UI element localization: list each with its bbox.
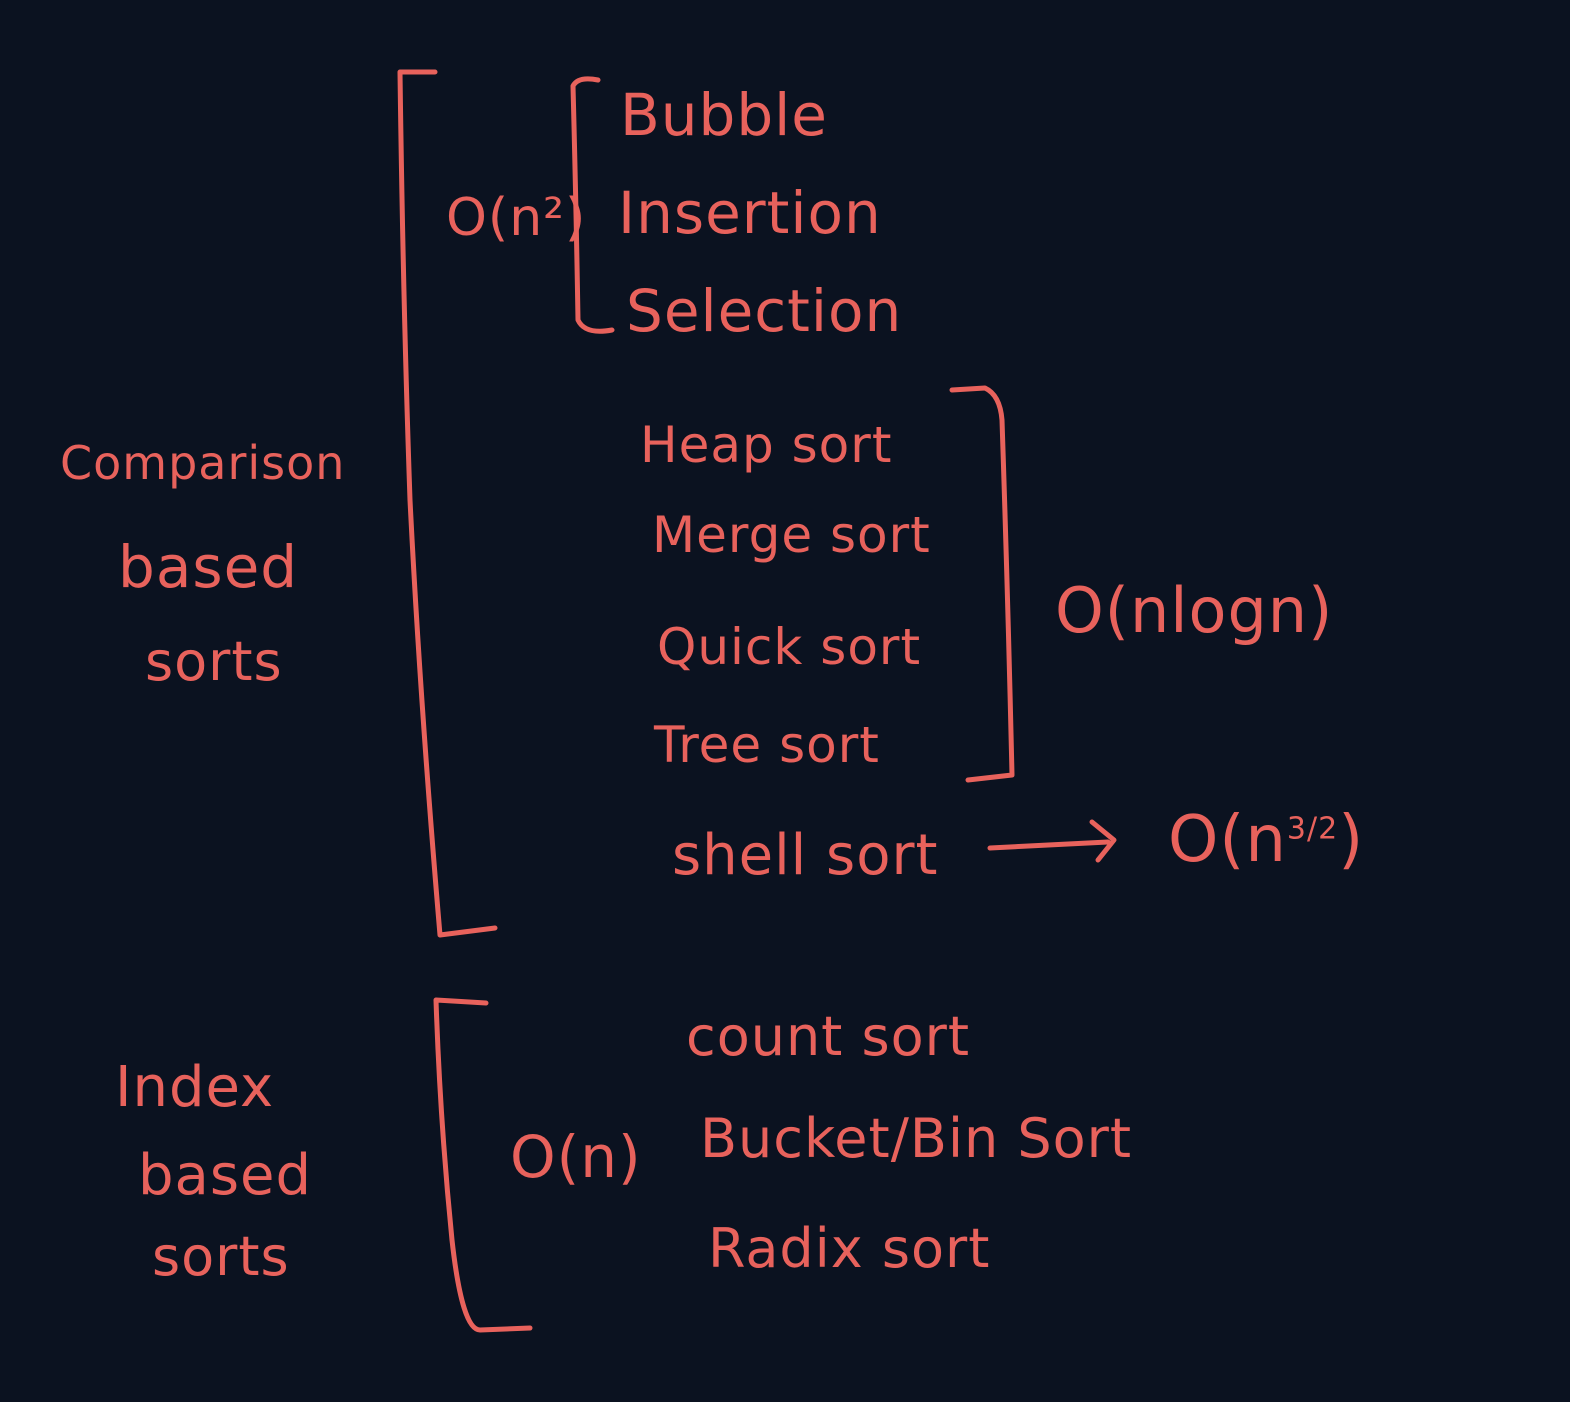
linear-item-bucket: Bucket/Bin Sort (700, 1107, 1133, 1170)
linear-complexity: O(n) (510, 1123, 642, 1191)
index-label-line-2: based (138, 1143, 313, 1208)
comparison-label-line-2: based (118, 533, 299, 601)
comparison-bracket (397, 69, 498, 938)
nlogn-item-quick: Quick sort (657, 618, 922, 676)
shell-arrow-shaft (987, 839, 1111, 851)
quadratic-complexity: O(n²) (446, 188, 587, 248)
linear-item-count: count sort (686, 1005, 971, 1068)
comparison-label-line-3: sorts (145, 630, 283, 693)
quadratic-item-selection: Selection (626, 277, 903, 345)
nlogn-bracket (949, 385, 1015, 783)
shell-complexity-close: ) (1338, 803, 1365, 877)
comparison-label-line-1: Comparison (60, 436, 346, 490)
linear-item-radix: Radix sort (708, 1217, 991, 1280)
nlogn-complexity: O(nlogn) (1055, 574, 1334, 647)
index-label-line-1: Index (115, 1055, 275, 1120)
quadratic-bracket (570, 76, 615, 334)
shell-complexity-base: O(n (1168, 803, 1287, 877)
shell-complexity: O(n3/2) (1168, 808, 1364, 872)
shell-complexity-exponent: 3/2 (1286, 811, 1339, 847)
shell-item: shell sort (672, 823, 939, 888)
nlogn-item-heap: Heap sort (640, 416, 893, 474)
shell-arrow-head (1089, 819, 1117, 863)
index-label-line-3: sorts (152, 1225, 290, 1288)
nlogn-item-merge: Merge sort (652, 506, 931, 564)
quadratic-item-insertion: Insertion (618, 179, 882, 247)
quadratic-item-bubble: Bubble (620, 81, 828, 149)
nlogn-item-tree: Tree sort (654, 716, 880, 774)
index-bracket (433, 997, 533, 1333)
